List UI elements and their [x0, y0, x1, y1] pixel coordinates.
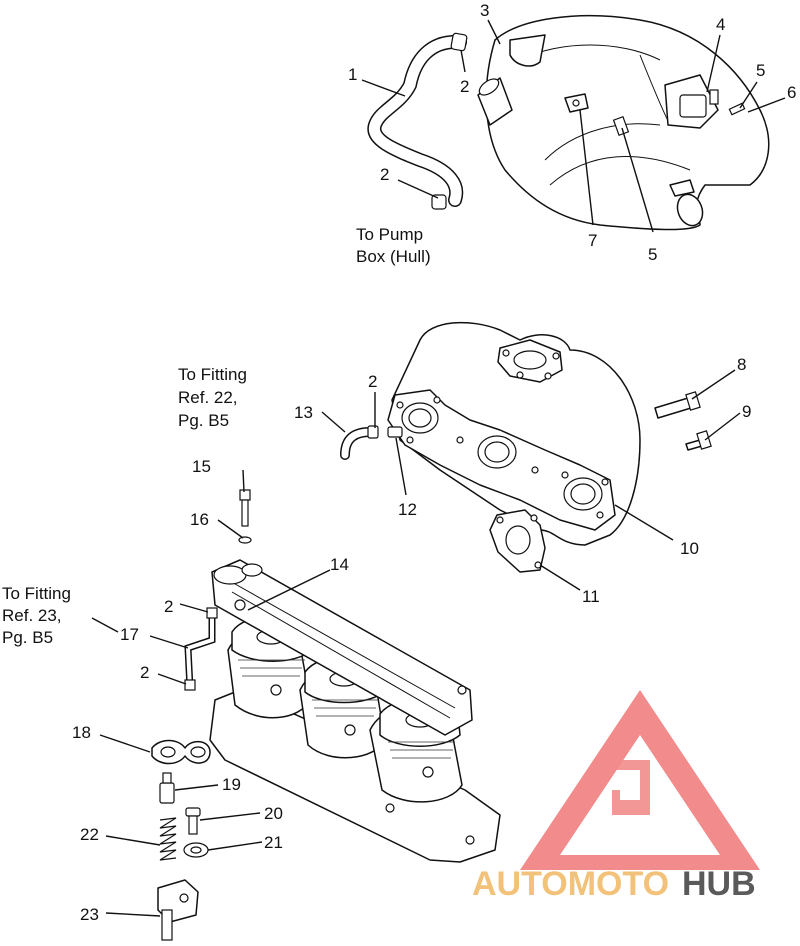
svg-text:To Pump: To Pump: [356, 225, 423, 244]
gasket-11: [489, 509, 546, 573]
svg-text:Ref. 22,: Ref. 22,: [178, 388, 238, 407]
watermark-logo: AUTOMOTO HUB: [472, 690, 760, 903]
leader-lines: [91, 19, 786, 917]
note-fitting-23: To Fitting Ref. 23, Pg. B5: [2, 584, 71, 647]
bolt-15: [239, 489, 251, 527]
callout-labels: 1 2 3 4 5 6 2 7 5 8 9 2 13 12 10 11 15 1…: [72, 1, 796, 924]
callout-10: 10: [680, 539, 699, 558]
callout-2: 2: [140, 663, 149, 682]
note-fitting-22: To Fitting Ref. 22, Pg. B5: [178, 365, 247, 430]
callout-20: 20: [264, 804, 283, 823]
exhaust-assembly: [477, 15, 770, 231]
callout-15: 15: [192, 457, 211, 476]
callout-21: 21: [264, 833, 283, 852]
logo-text-hub: HUB: [682, 865, 756, 903]
note-pump-box: To Pump Box (Hull): [356, 225, 431, 266]
spring-22: [159, 817, 177, 861]
callout-4: 4: [716, 15, 725, 34]
gasket-18: [151, 739, 211, 765]
svg-text:Pg. B5: Pg. B5: [2, 628, 53, 647]
callout-17: 17: [120, 625, 139, 644]
callout-5: 5: [756, 61, 765, 80]
svg-text:To Fitting: To Fitting: [2, 584, 71, 603]
callout-6: 6: [787, 83, 796, 102]
callout-2: 2: [460, 77, 469, 96]
callout-12: 12: [398, 500, 417, 519]
callout-2: 2: [368, 372, 377, 391]
callout-5: 5: [648, 245, 657, 264]
callout-2: 2: [380, 165, 389, 184]
svg-text:To Fitting: To Fitting: [178, 365, 247, 384]
washer-16: [238, 536, 252, 544]
bolt-8: [654, 391, 701, 419]
logo-triangle-icon: [520, 690, 760, 870]
svg-text:Ref. 23,: Ref. 23,: [2, 606, 62, 625]
outlet-cone: [509, 34, 546, 67]
sensor-19: [159, 772, 175, 804]
callout-2: 2: [164, 597, 173, 616]
svg-text:Pg. B5: Pg. B5: [178, 411, 229, 430]
water-rail-14: [211, 559, 473, 736]
callout-3: 3: [480, 1, 489, 20]
screw-20: [185, 807, 201, 835]
callout-11: 11: [582, 587, 600, 606]
switch-23: [157, 879, 199, 941]
callout-7: 7: [588, 231, 597, 250]
callout-13: 13: [294, 403, 313, 422]
callout-9: 9: [742, 402, 751, 421]
callout-23: 23: [80, 905, 99, 924]
callout-19: 19: [222, 775, 241, 794]
callout-18: 18: [72, 723, 91, 742]
callout-16: 16: [190, 510, 209, 529]
hose-13: [340, 425, 403, 460]
exhaust-manifold: [387, 321, 641, 546]
hose-17: [184, 607, 218, 691]
callout-1: 1: [348, 65, 357, 84]
hose-1: [367, 32, 468, 210]
logo-text-automoto: AUTOMOTO: [472, 865, 669, 903]
svg-text:Box (Hull): Box (Hull): [356, 247, 431, 266]
callout-8: 8: [737, 355, 746, 374]
washer-21: [183, 842, 209, 858]
bolt-9: [685, 430, 712, 451]
callout-14: 14: [330, 555, 349, 574]
callout-22: 22: [80, 825, 99, 844]
